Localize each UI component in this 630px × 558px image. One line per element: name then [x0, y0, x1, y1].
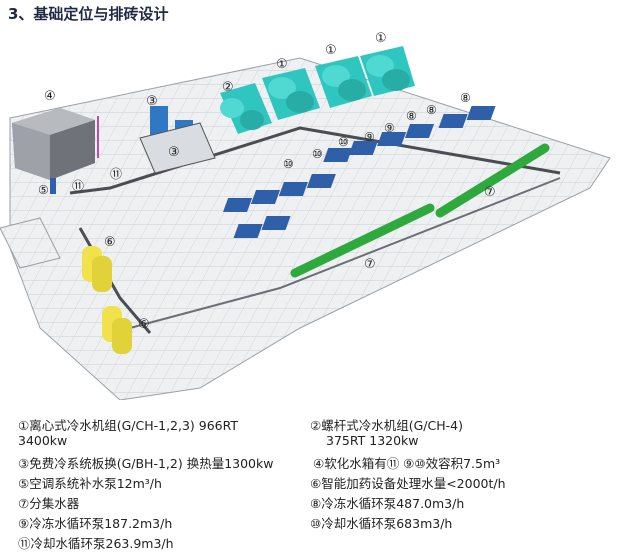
makeup-water-pump	[50, 178, 56, 194]
marker-water-tank: ④	[44, 89, 56, 104]
legend-item-9: ⑨冷冻水循环泵187.2m3/h	[18, 516, 173, 531]
page-title: 3、基础定位与排砖设计	[8, 5, 169, 23]
legend-item-6: ⑥智能加药设备处理水量<2000t/h	[310, 476, 506, 491]
marker-pump-11a: ⑪	[72, 179, 84, 193]
machine-room-diagram: ① ① ① ② ③ ③ ④ ⑤ ⑥ ⑥ ⑦ ⑦ ⑧ ⑧ ⑧ ⑨ ⑨ ⑩ ⑩ ⑩ …	[0, 28, 630, 401]
legend-item-7: ⑦分集水器	[18, 496, 80, 511]
marker-distributor-a: ⑦	[364, 257, 376, 272]
water-distributor	[290, 143, 550, 278]
marker-chiller-1c: ①	[375, 31, 387, 46]
marker-chiller-1a: ①	[276, 57, 288, 72]
marker-pump-10b: ⑩	[312, 147, 323, 161]
marker-distributor-b: ⑦	[484, 185, 496, 200]
centrifugal-chiller	[360, 46, 415, 96]
marker-pump-8c: ⑧	[460, 91, 471, 105]
marker-pump-10a: ⑩	[283, 157, 294, 171]
softened-water-tank	[12, 108, 99, 180]
marker-pump-11b: ⑪	[110, 167, 122, 181]
floor-slab-left	[0, 217, 61, 269]
marker-makeup-pump: ⑤	[38, 183, 49, 197]
legend-item-3: ③免费冷系统板换(G/BH-1,2) 换热量1300kw	[18, 456, 274, 471]
centrifugal-chiller	[315, 56, 372, 108]
marker-screw-chiller: ②	[222, 80, 234, 95]
marker-pump-9a: ⑨	[364, 130, 375, 144]
marker-pump-8b: ⑧	[426, 103, 437, 117]
legend-item-10: ⑩冷却水循环泵683m3/h	[310, 516, 453, 531]
centrifugal-chiller	[262, 68, 320, 120]
plate-heat-exchanger	[139, 106, 216, 174]
legend-item-4: ④软化水箱有⑪ ⑨⑩效容积7.5m³	[313, 456, 501, 471]
legend-item-5: ⑤空调系统补水泵12m³/h	[18, 476, 162, 491]
screw-chiller	[220, 83, 272, 134]
marker-dosing-a: ⑥	[104, 235, 116, 250]
marker-chiller-1b: ①	[325, 43, 337, 58]
chemical-dosing-tank	[82, 246, 132, 354]
legend-item-8: ⑧冷冻水循环泵487.0m3/h	[310, 496, 465, 511]
legend-item-2-detail: 375RT 1320kw	[326, 433, 419, 448]
legend-item-11: ⑪冷却水循环泵263.9m3/h	[18, 536, 174, 551]
marker-pump-9b: ⑨	[384, 121, 395, 135]
marker-heat-exchanger-b: ③	[168, 145, 180, 160]
marker-pump-10c: ⑩	[338, 135, 349, 149]
marker-heat-exchanger: ③	[146, 94, 158, 109]
marker-pump-8a: ⑧	[406, 109, 417, 123]
legend-item-2: ②螺杆式冷水机组(G/CH-4)	[310, 418, 463, 433]
pump-row-upper	[323, 106, 496, 162]
trench-wall	[129, 177, 561, 329]
pump-row-lower	[223, 174, 336, 238]
legend-item-1-detail: 3400kw	[18, 433, 68, 448]
legend-item-1: ①离心式冷水机组(G/CH-1,2,3) 966RT	[18, 418, 239, 433]
marker-dosing-b: ⑥	[138, 317, 150, 332]
